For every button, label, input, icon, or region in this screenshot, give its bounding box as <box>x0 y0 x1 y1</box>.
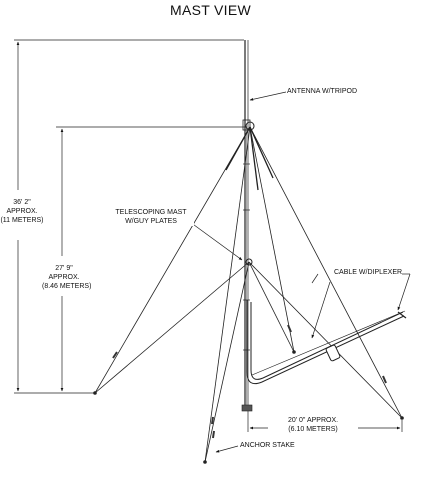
guy-height-feet: 27' 9" <box>55 265 73 272</box>
mast <box>241 40 255 412</box>
total-height-meters: (11 METERS) <box>0 217 44 224</box>
guy-height-approx: APPROX. <box>48 274 80 281</box>
base-radius-dimension-text: 20' 0" APPROX. (6.10 METERS) <box>268 416 358 434</box>
anchor-label: ANCHOR STAKE <box>240 441 295 450</box>
upper-guy-wires <box>94 126 403 463</box>
cable-label: CABLE W/DIPLEXER <box>334 268 403 277</box>
cable-with-diplexer <box>246 300 407 385</box>
mast-label-line1: TELESCOPING MAST <box>115 209 187 216</box>
base-radius-meters: (6.10 METERS) <box>288 426 338 433</box>
page-title: MAST VIEW <box>169 2 251 18</box>
dimension-total-height <box>14 39 244 394</box>
anchor-stakes <box>93 350 404 464</box>
antenna-tripod <box>225 126 274 191</box>
antenna-label: ANTENNA W/TRIPOD <box>287 87 358 96</box>
leader-lines <box>189 91 411 453</box>
total-height-feet: 36' 2" <box>13 199 31 206</box>
dimension-guy-height <box>56 126 246 392</box>
mast-label: TELESCOPING MAST W/GUY PLATES <box>108 208 194 226</box>
mast-label-line2: W/GUY PLATES <box>125 218 177 225</box>
guy-height-dimension-text: 27' 9" APPROX. (8.46 METERS) <box>42 264 92 291</box>
base-radius-feet: 20' 0" APPROX. <box>287 417 339 424</box>
lower-guy-wires <box>94 261 403 463</box>
total-height-dimension-text: 36' 2" APPROX. (11 METERS) <box>0 198 44 225</box>
total-height-approx: APPROX. <box>6 208 38 215</box>
guy-tensioners <box>112 324 387 439</box>
guy-height-meters: (8.46 METERS) <box>42 283 92 290</box>
